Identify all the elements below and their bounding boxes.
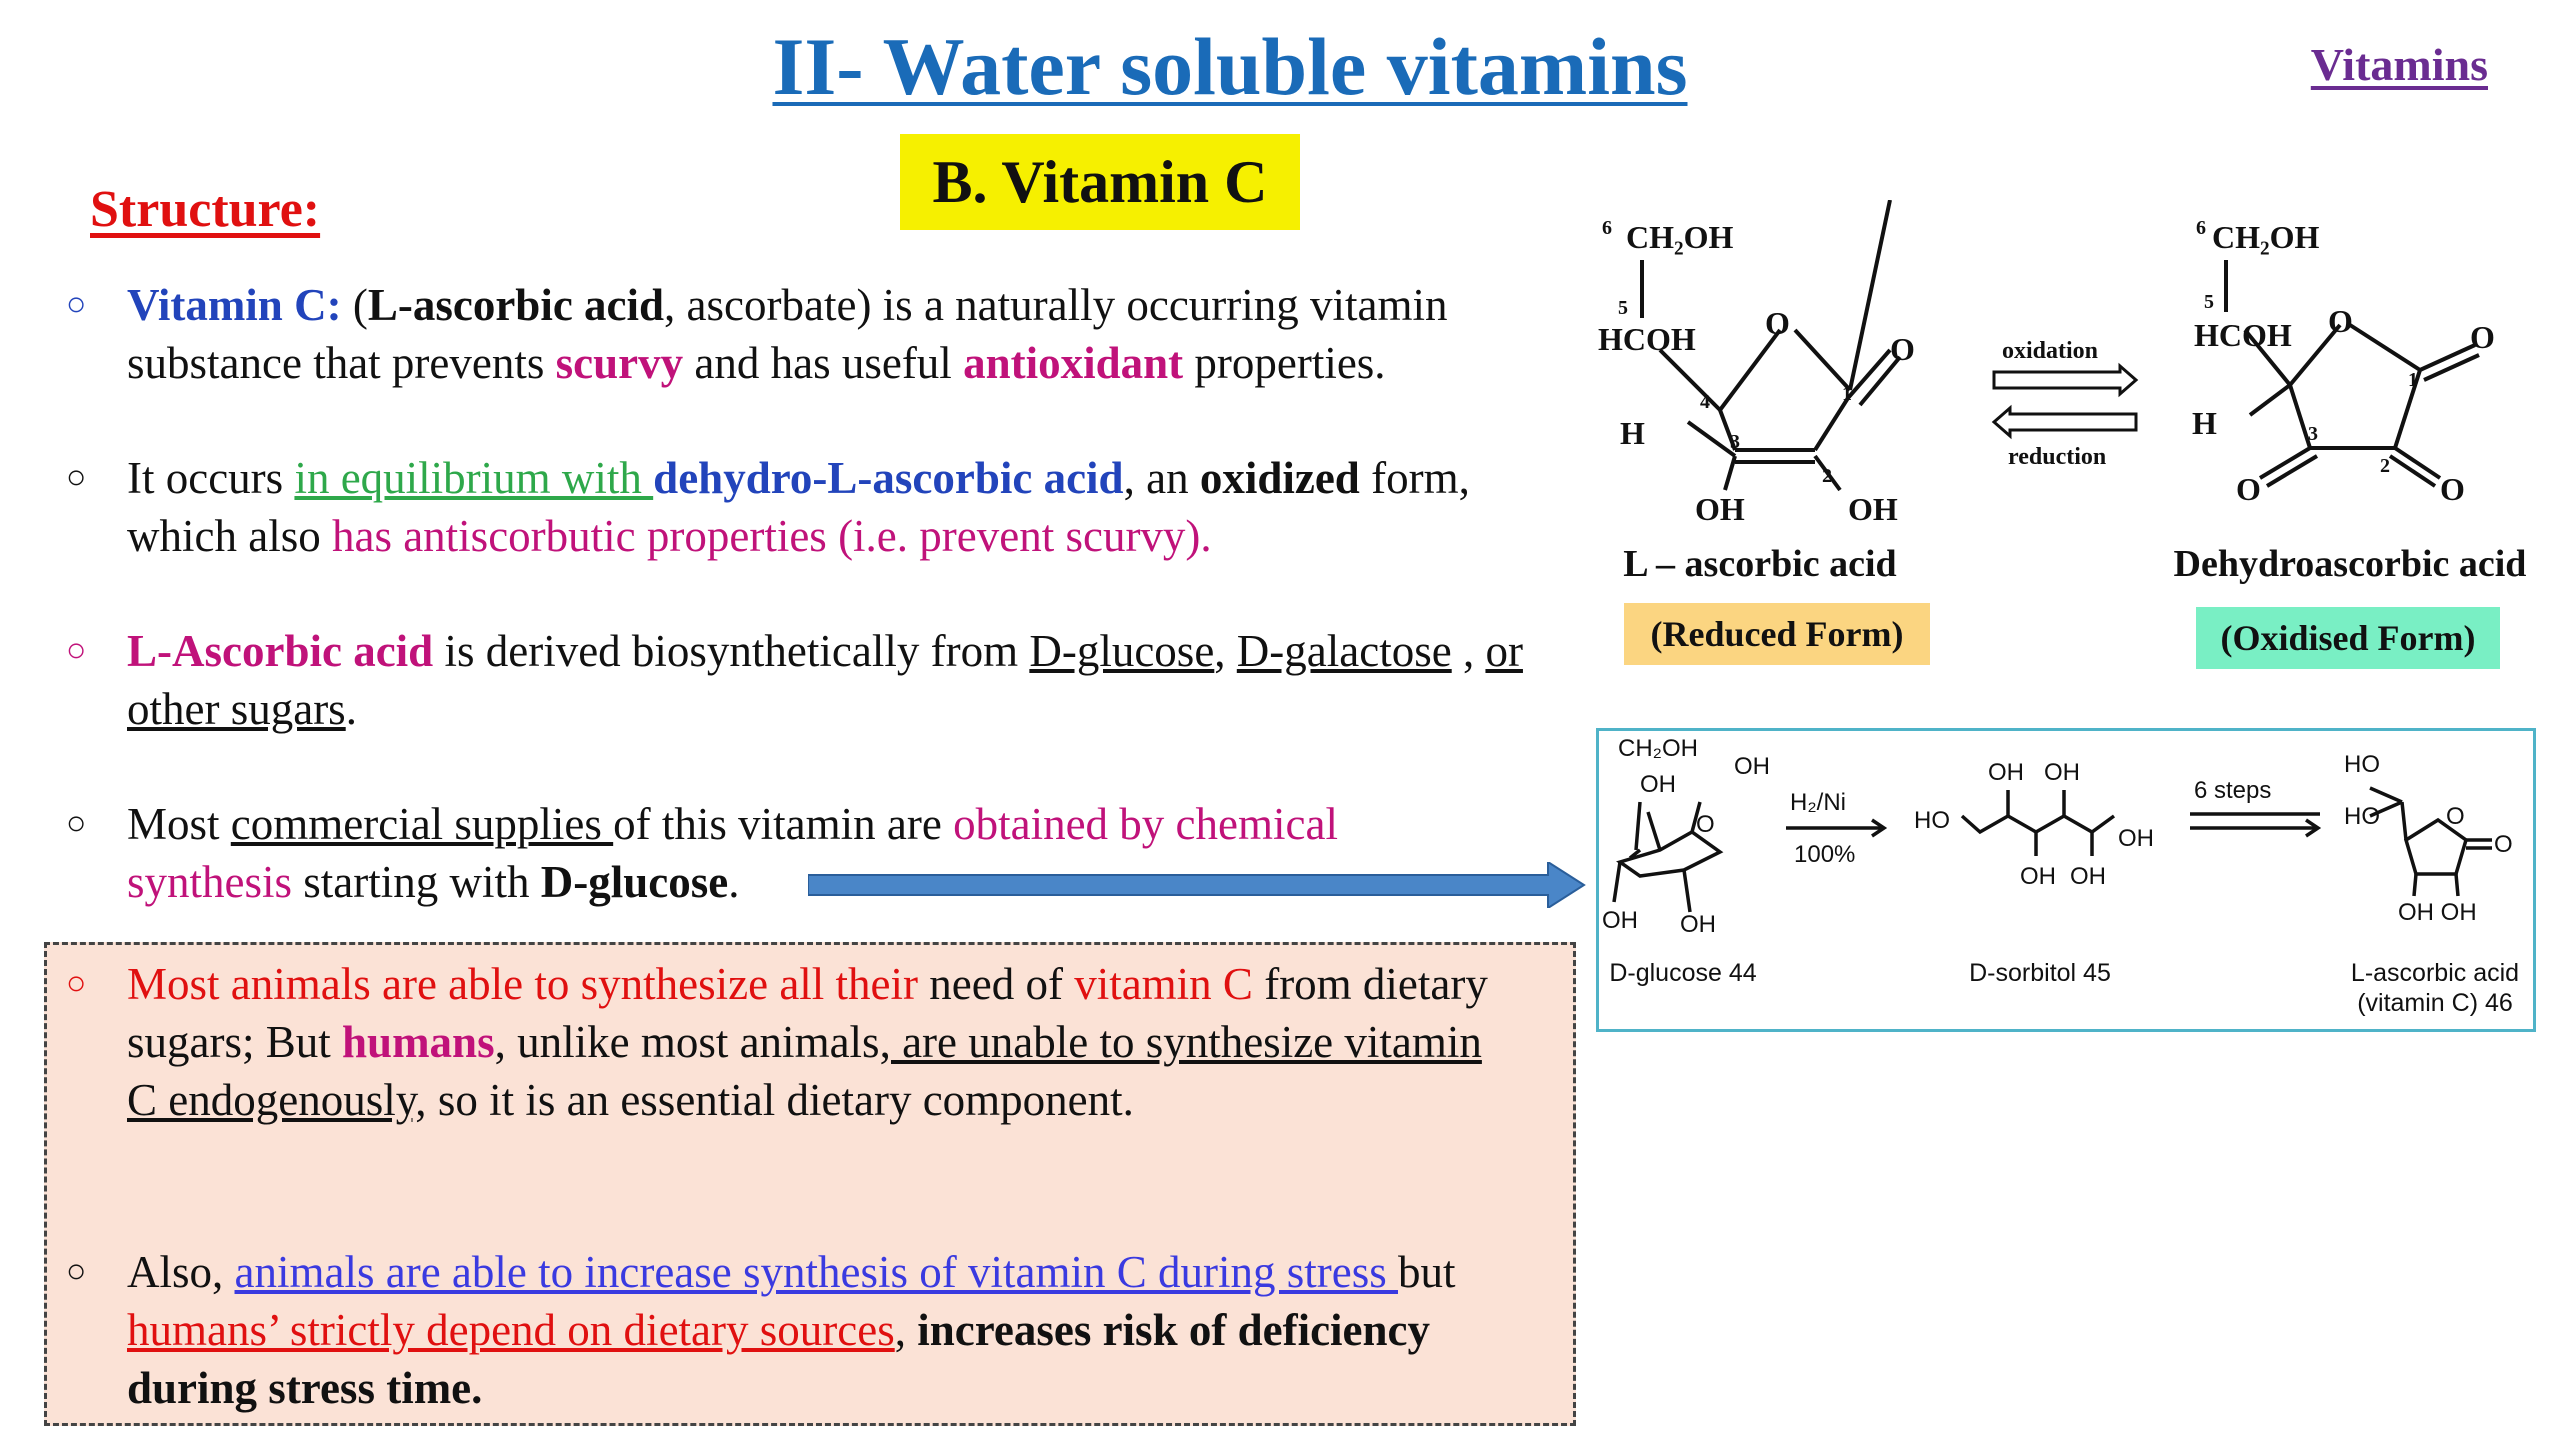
svg-text:O: O: [1696, 811, 1715, 838]
l-ascorbic-product-label: L-ascorbic acid (vitamin C) 46: [2350, 959, 2520, 1017]
svg-text:OH: OH: [2070, 863, 2106, 890]
section-subtitle: B. Vitamin C: [900, 134, 1300, 230]
d-sorbitol-label: D-sorbitol 45: [1969, 959, 2111, 987]
svg-text:HO: HO: [2344, 803, 2380, 830]
svg-text:OH OH: OH OH: [2398, 899, 2477, 926]
svg-text:HO: HO: [2344, 751, 2380, 778]
page-title: II- Water soluble vitamins: [772, 21, 1688, 112]
svg-text:1: 1: [2408, 369, 2418, 391]
svg-text:100%: 100%: [1794, 841, 1855, 868]
glucose-to-ascorbic-synthesis: CH₂OH OH OH O OH OH H₂/Ni 100% HO OH OH …: [1602, 735, 2513, 938]
bullet-circle-icon: ○: [66, 286, 87, 323]
svg-text:4: 4: [1700, 391, 1710, 413]
synthesis-diagram-box: [1596, 728, 2536, 1032]
svg-text:HO: HO: [1914, 807, 1950, 834]
ascorbic-redox-diagram: 6 CH₂OH 5 HCOH 4 H O O 1 3 2 OH OH 6 CH₂…: [1598, 200, 2495, 527]
svg-text:1: 1: [1842, 383, 1852, 405]
svg-text:CH₂OH: CH₂OH: [1618, 735, 1698, 762]
svg-text:2: 2: [1822, 465, 1832, 487]
structure-heading: Structure:: [90, 181, 321, 238]
dehydroascorbic-acid-label: Dehydroascorbic acid: [2173, 543, 2527, 585]
nav-link-vitamins[interactable]: Vitamins: [2310, 39, 2488, 90]
svg-text:O: O: [2236, 471, 2261, 507]
svg-text:HCOH: HCOH: [1598, 321, 1696, 357]
svg-text:OH: OH: [2118, 825, 2154, 852]
bullet-circle-icon: ○: [66, 632, 87, 669]
right-arrow-icon: [808, 862, 1586, 908]
svg-text:OH: OH: [2044, 759, 2080, 786]
svg-text:3: 3: [1730, 431, 1740, 453]
bullet-commercial: ○ Most commercial supplies of this vitam…: [66, 795, 1446, 911]
svg-text:OH: OH: [2020, 863, 2056, 890]
svg-text:2: 2: [2380, 455, 2390, 477]
svg-text:OH: OH: [1695, 491, 1745, 527]
svg-text:H: H: [2192, 405, 2217, 441]
svg-text:OH: OH: [1734, 753, 1770, 780]
svg-text:5: 5: [1618, 297, 1628, 319]
info-box: [44, 942, 1576, 1426]
svg-text:O: O: [2446, 803, 2465, 830]
svg-text:OH: OH: [1848, 491, 1898, 527]
bullet-circle-icon: ○: [66, 965, 87, 1002]
svg-text:oxidation: oxidation: [2002, 338, 2098, 364]
svg-text:H: H: [1620, 415, 1645, 451]
svg-text:O: O: [1765, 305, 1790, 341]
bullet-animals: ○ Most animals are able to synthesize al…: [66, 955, 1506, 1129]
svg-text:O: O: [2440, 471, 2465, 507]
bullet-circle-icon: ○: [66, 459, 87, 496]
svg-text:OH: OH: [1680, 911, 1716, 938]
svg-text:O: O: [2470, 319, 2495, 355]
svg-text:5: 5: [2204, 291, 2214, 313]
bullet-equilibrium: ○ It occurs in equilibrium with dehydro-…: [66, 449, 1586, 565]
svg-text:O: O: [2328, 303, 2353, 339]
svg-text:CH₂OH: CH₂OH: [1626, 219, 1733, 255]
bullet-stress: ○ Also, animals are able to increase syn…: [66, 1243, 1546, 1417]
svg-text:OH: OH: [1988, 759, 2024, 786]
svg-text:O: O: [2494, 831, 2513, 858]
svg-text:CH₂OH: CH₂OH: [2212, 219, 2319, 255]
svg-text:OH: OH: [1640, 771, 1676, 798]
bullet-circle-icon: ○: [66, 1253, 87, 1290]
d-glucose-label: D-glucose 44: [1609, 959, 1757, 987]
svg-text:H₂/Ni: H₂/Ni: [1790, 789, 1846, 816]
svg-text:6: 6: [2196, 217, 2206, 239]
svg-text:6: 6: [1602, 217, 1612, 239]
bullet-circle-icon: ○: [66, 805, 87, 842]
reduced-form-label: (Reduced Form): [1624, 603, 1930, 665]
l-ascorbic-acid-label: L – ascorbic acid: [1623, 543, 1897, 585]
svg-text:HCOH: HCOH: [2194, 317, 2292, 353]
svg-text:6 steps: 6 steps: [2194, 777, 2271, 804]
svg-text:OH: OH: [1602, 907, 1638, 934]
bullet-biosynthesis: ○ L-Ascorbic acid is derived biosyntheti…: [66, 622, 1586, 738]
svg-text:3: 3: [2308, 423, 2318, 445]
svg-text:reduction: reduction: [2008, 444, 2106, 470]
svg-text:O: O: [1890, 331, 1915, 367]
bullet-vitamin-c: ○ Vitamin C: (L-ascorbic acid, ascorbate…: [66, 276, 1586, 392]
oxidised-form-label: (Oxidised Form): [2196, 607, 2500, 669]
